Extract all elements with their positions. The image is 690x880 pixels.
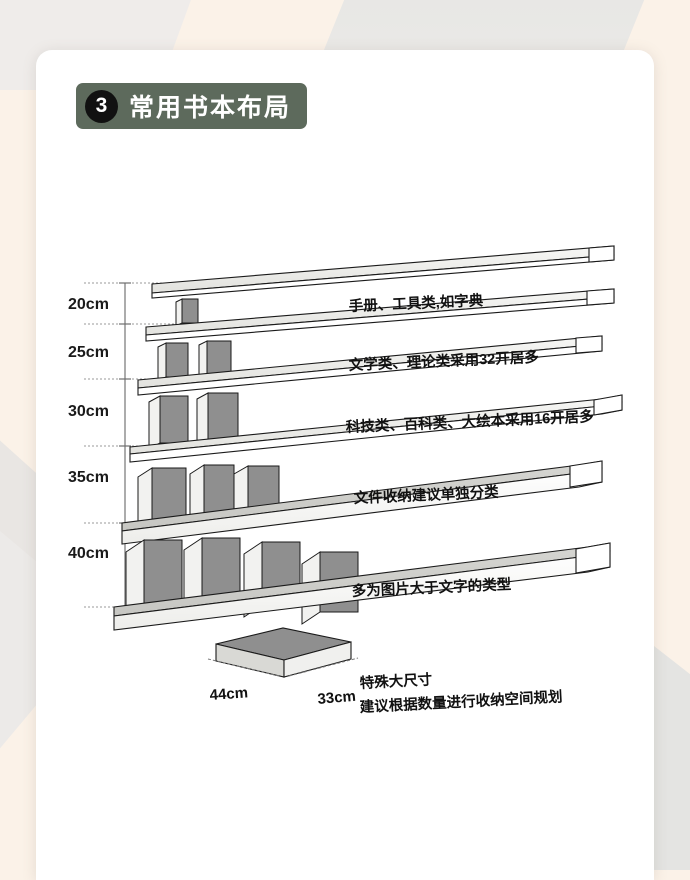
shelf-board-6 (113, 542, 611, 631)
bookshelf-diagram: 20cm 25cm 30cm 35cm 40cm (68, 245, 623, 716)
height-label-group: 20cm 25cm 30cm 35cm 40cm (68, 296, 109, 562)
content-card: 3 常用书本布局 (36, 50, 654, 880)
flat-box-depth-label: 33cm (317, 688, 357, 708)
shelf-board-5 (121, 460, 603, 545)
shelf-note-20cm: 手册、工具类,如字典 (348, 291, 484, 315)
flat-box-width-label: 44cm (209, 684, 248, 704)
book (148, 395, 189, 450)
books-shelf-30cm (148, 392, 239, 450)
height-label-35cm: 35cm (68, 469, 109, 486)
height-label-20cm: 20cm (68, 296, 109, 313)
flat-large-book-box (215, 627, 352, 678)
flat-box-dimension-lines (207, 657, 359, 677)
book (157, 342, 189, 382)
book (125, 539, 183, 619)
shelf-board-3 (137, 335, 603, 396)
shelf-board-2 (145, 288, 615, 342)
book (198, 340, 232, 380)
books-shelf-20cm (175, 298, 199, 327)
height-label-40cm: 40cm (68, 545, 109, 562)
book (196, 392, 239, 447)
books-shelf-25cm (157, 340, 232, 382)
page-title: 常用书本布局 (129, 94, 292, 122)
flat-box-note-line1: 特殊大尺寸 (359, 670, 433, 692)
shelf-note-30cm: 科技类、百科类、大绘本采用16开居多 (345, 407, 594, 436)
height-label-30cm: 30cm (68, 403, 109, 420)
section-header: 3 常用书本布局 (76, 83, 308, 129)
book (175, 298, 199, 327)
section-number-badge: 3 (85, 89, 118, 123)
shelf-board-1 (151, 245, 615, 299)
flat-box-note-line2: 建议根据数量进行收纳空间规划 (359, 687, 563, 716)
book (189, 464, 235, 529)
shelf-board-4 (129, 394, 623, 463)
height-label-25cm: 25cm (68, 344, 109, 361)
